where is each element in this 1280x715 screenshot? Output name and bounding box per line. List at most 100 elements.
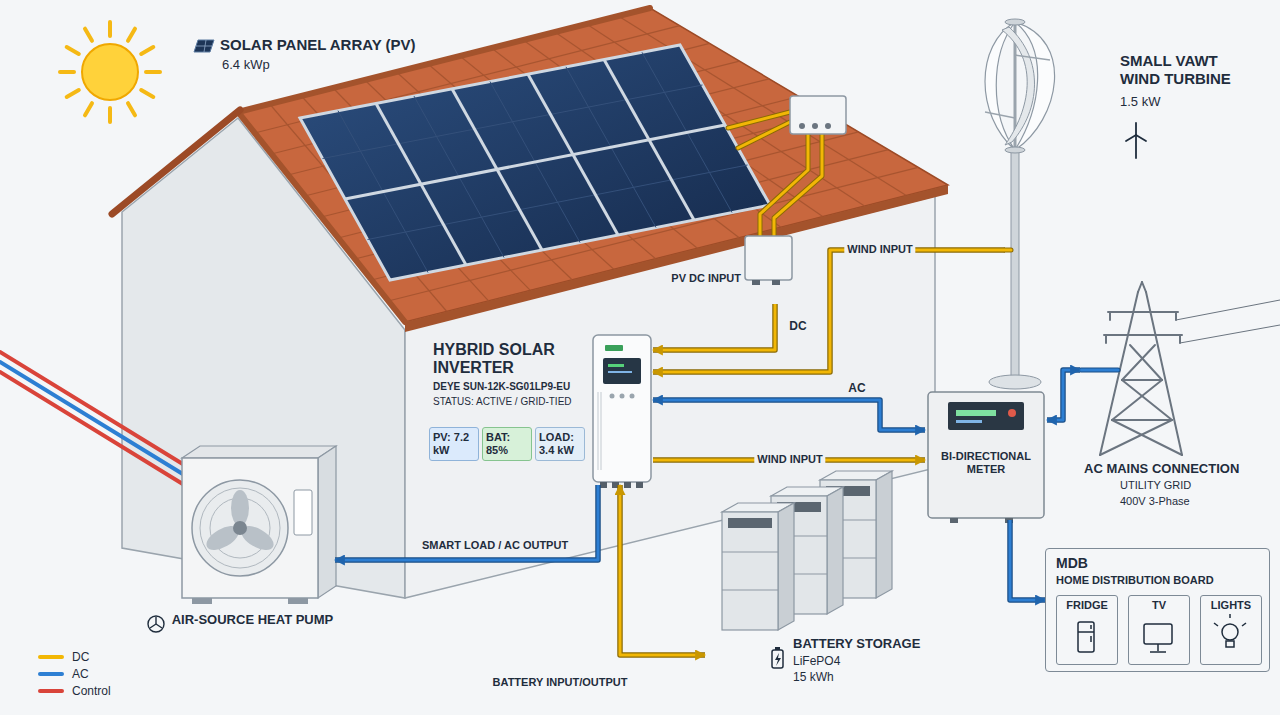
node-text: UTILITY GRID — [1120, 479, 1266, 492]
legend-row: AC — [38, 665, 111, 682]
legend-swatch — [38, 655, 64, 659]
panel-icon — [194, 40, 214, 52]
node-text: FRIDGE — [1060, 599, 1114, 612]
pylon — [1179, 335, 1181, 343]
meter-housing — [928, 392, 1044, 518]
node-text: DEYE SUN-12K-SG01LP9-EU — [433, 381, 593, 393]
sun — [60, 22, 160, 122]
legend-swatch — [38, 689, 64, 693]
roof-junction-box — [812, 123, 818, 129]
meter-housing — [956, 410, 996, 416]
fan-icon — [148, 616, 164, 632]
turbine-icon — [1126, 123, 1146, 158]
pv-dc-box — [752, 280, 760, 285]
inverter-device — [593, 335, 651, 482]
inverter-device — [600, 482, 607, 488]
wind-turbine-drawing — [989, 375, 1041, 389]
appliance-icons — [1222, 624, 1238, 640]
turbine-wire — [1005, 248, 1011, 253]
meter-housing — [1008, 409, 1016, 417]
turbine-icon — [1136, 135, 1146, 141]
battery-units — [827, 487, 843, 614]
meter-housing — [950, 518, 958, 523]
sun — [85, 103, 92, 115]
heat-pump-unit — [318, 446, 336, 598]
pylon — [1108, 311, 1178, 313]
heat-pump-pipes — [0, 362, 186, 476]
pv-dc-box — [745, 236, 792, 285]
wire-line — [620, 485, 705, 655]
heat-pump: AIR-SOURCE HEAT PUMP — [170, 440, 335, 670]
appliance-icons — [1157, 644, 1159, 651]
pylon — [1104, 334, 1182, 336]
battery-units — [778, 503, 794, 630]
battery-icon — [772, 647, 783, 668]
node-text: 15 kWh — [793, 670, 933, 684]
heat-pump-unit — [200, 488, 280, 568]
pylon — [1130, 345, 1162, 380]
heat-pump-unit — [182, 446, 336, 458]
turbine-wire — [1005, 249, 1011, 252]
legend-text: AC — [72, 667, 89, 681]
turbine-icon — [1126, 135, 1136, 141]
wire-label: WIND INPUT — [844, 243, 915, 257]
battery-units — [728, 518, 772, 528]
wire-label: AC — [845, 381, 868, 396]
sun — [128, 29, 135, 41]
heat-pump-unit — [288, 598, 308, 604]
solar-panels — [300, 45, 770, 280]
wind-turbine-drawing — [985, 19, 1055, 389]
pylon — [1180, 325, 1280, 343]
battery-units — [722, 512, 778, 630]
pylon — [1100, 420, 1172, 455]
appliance-box: TV — [1128, 595, 1190, 665]
wire-connector — [620, 485, 705, 655]
appliance-icons — [1229, 614, 1231, 618]
heat-pump-unit — [182, 458, 318, 598]
fan-icon — [148, 616, 164, 632]
wire-label: WIND INPUT — [754, 453, 825, 467]
array-rating: 6.4 kWp — [222, 57, 270, 73]
heat-pump-unit — [182, 446, 336, 604]
array-label: SOLAR PANEL ARRAY (PV) — [220, 36, 416, 54]
wind-turbine-drawing — [1015, 55, 1050, 60]
pv-dc-box — [772, 280, 780, 285]
battery-icon — [772, 650, 783, 668]
distribution-board: MDBHOME DISTRIBUTION BOARDFRIDGETVLIGHTS — [1045, 548, 1270, 672]
node-heading: BATTERY STORAGE — [793, 636, 933, 652]
pylon — [1112, 420, 1182, 455]
node-text: HOME DISTRIBUTION BOARD — [1056, 574, 1261, 587]
wind-turbine-drawing — [1005, 147, 1025, 153]
wire-label: BATTERY INPUT/OUTPUT — [490, 676, 631, 690]
inverter-device — [601, 392, 602, 470]
inverter-device — [605, 345, 623, 351]
node-text: BAT: 85% — [486, 431, 528, 457]
roof-junction-box — [825, 123, 831, 129]
roof-junction-box — [790, 96, 846, 134]
pylon — [1122, 380, 1172, 420]
pylon — [1109, 312, 1111, 320]
appliance-icons — [1150, 651, 1166, 653]
legend-text: DC — [72, 650, 89, 664]
wire-outline — [1047, 370, 1080, 420]
wind-turbine-drawing — [1002, 27, 1035, 145]
wire-line — [653, 250, 1005, 372]
legend: DCACControl — [38, 648, 111, 699]
heat-pump-unit — [233, 521, 247, 535]
solar-panels — [300, 45, 770, 280]
node-heading: HYBRID SOLAR INVERTER — [433, 341, 591, 378]
pylon — [1175, 312, 1177, 320]
heat-pump-unit — [294, 490, 312, 535]
pylon — [1122, 345, 1155, 380]
inverter-device — [603, 358, 641, 384]
node-text: LOAD: 3.4 kW — [539, 431, 581, 457]
node-text: 400V 3-Phase — [1120, 495, 1266, 508]
roof — [112, 110, 240, 214]
pylon — [1142, 282, 1146, 292]
appliance-icons — [1090, 625, 1092, 629]
pylon — [1105, 335, 1107, 343]
junction-box: PV DC INPUT — [655, 228, 795, 304]
wire-label: DC — [786, 319, 809, 334]
turbine-wire — [1005, 250, 1011, 251]
